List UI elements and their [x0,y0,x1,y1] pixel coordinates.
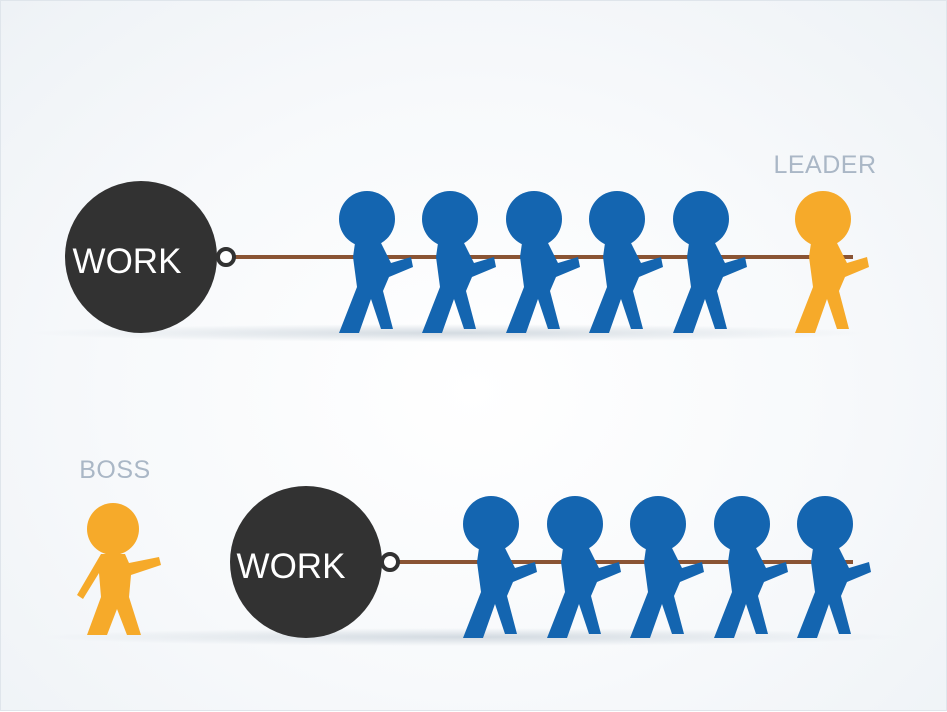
worker-figure [797,496,871,638]
scene-top: WORK LEADER [31,151,876,342]
leader-figure [795,191,869,333]
worker-figure [630,496,704,638]
work-ball-label: WORK [237,547,346,586]
worker-figure [589,191,663,333]
boss-label: BOSS [79,456,150,484]
worker-figure [673,191,747,333]
worker-figure [547,496,621,638]
work-ball: WORK [65,181,217,333]
work-ball: WORK [230,486,382,638]
worker-figure [339,191,413,333]
worker-figure [506,191,580,333]
worker-figure [463,496,537,638]
worker-figure [422,191,496,333]
ground-shadow [31,324,871,342]
leader-label: LEADER [773,151,876,179]
worker-figure [714,496,788,638]
rope-ring [216,247,236,267]
scene-bottom: WORK BOSS [41,456,901,646]
boss-figure [77,503,161,635]
rope-ring [380,552,400,572]
work-ball-label: WORK [73,242,182,281]
